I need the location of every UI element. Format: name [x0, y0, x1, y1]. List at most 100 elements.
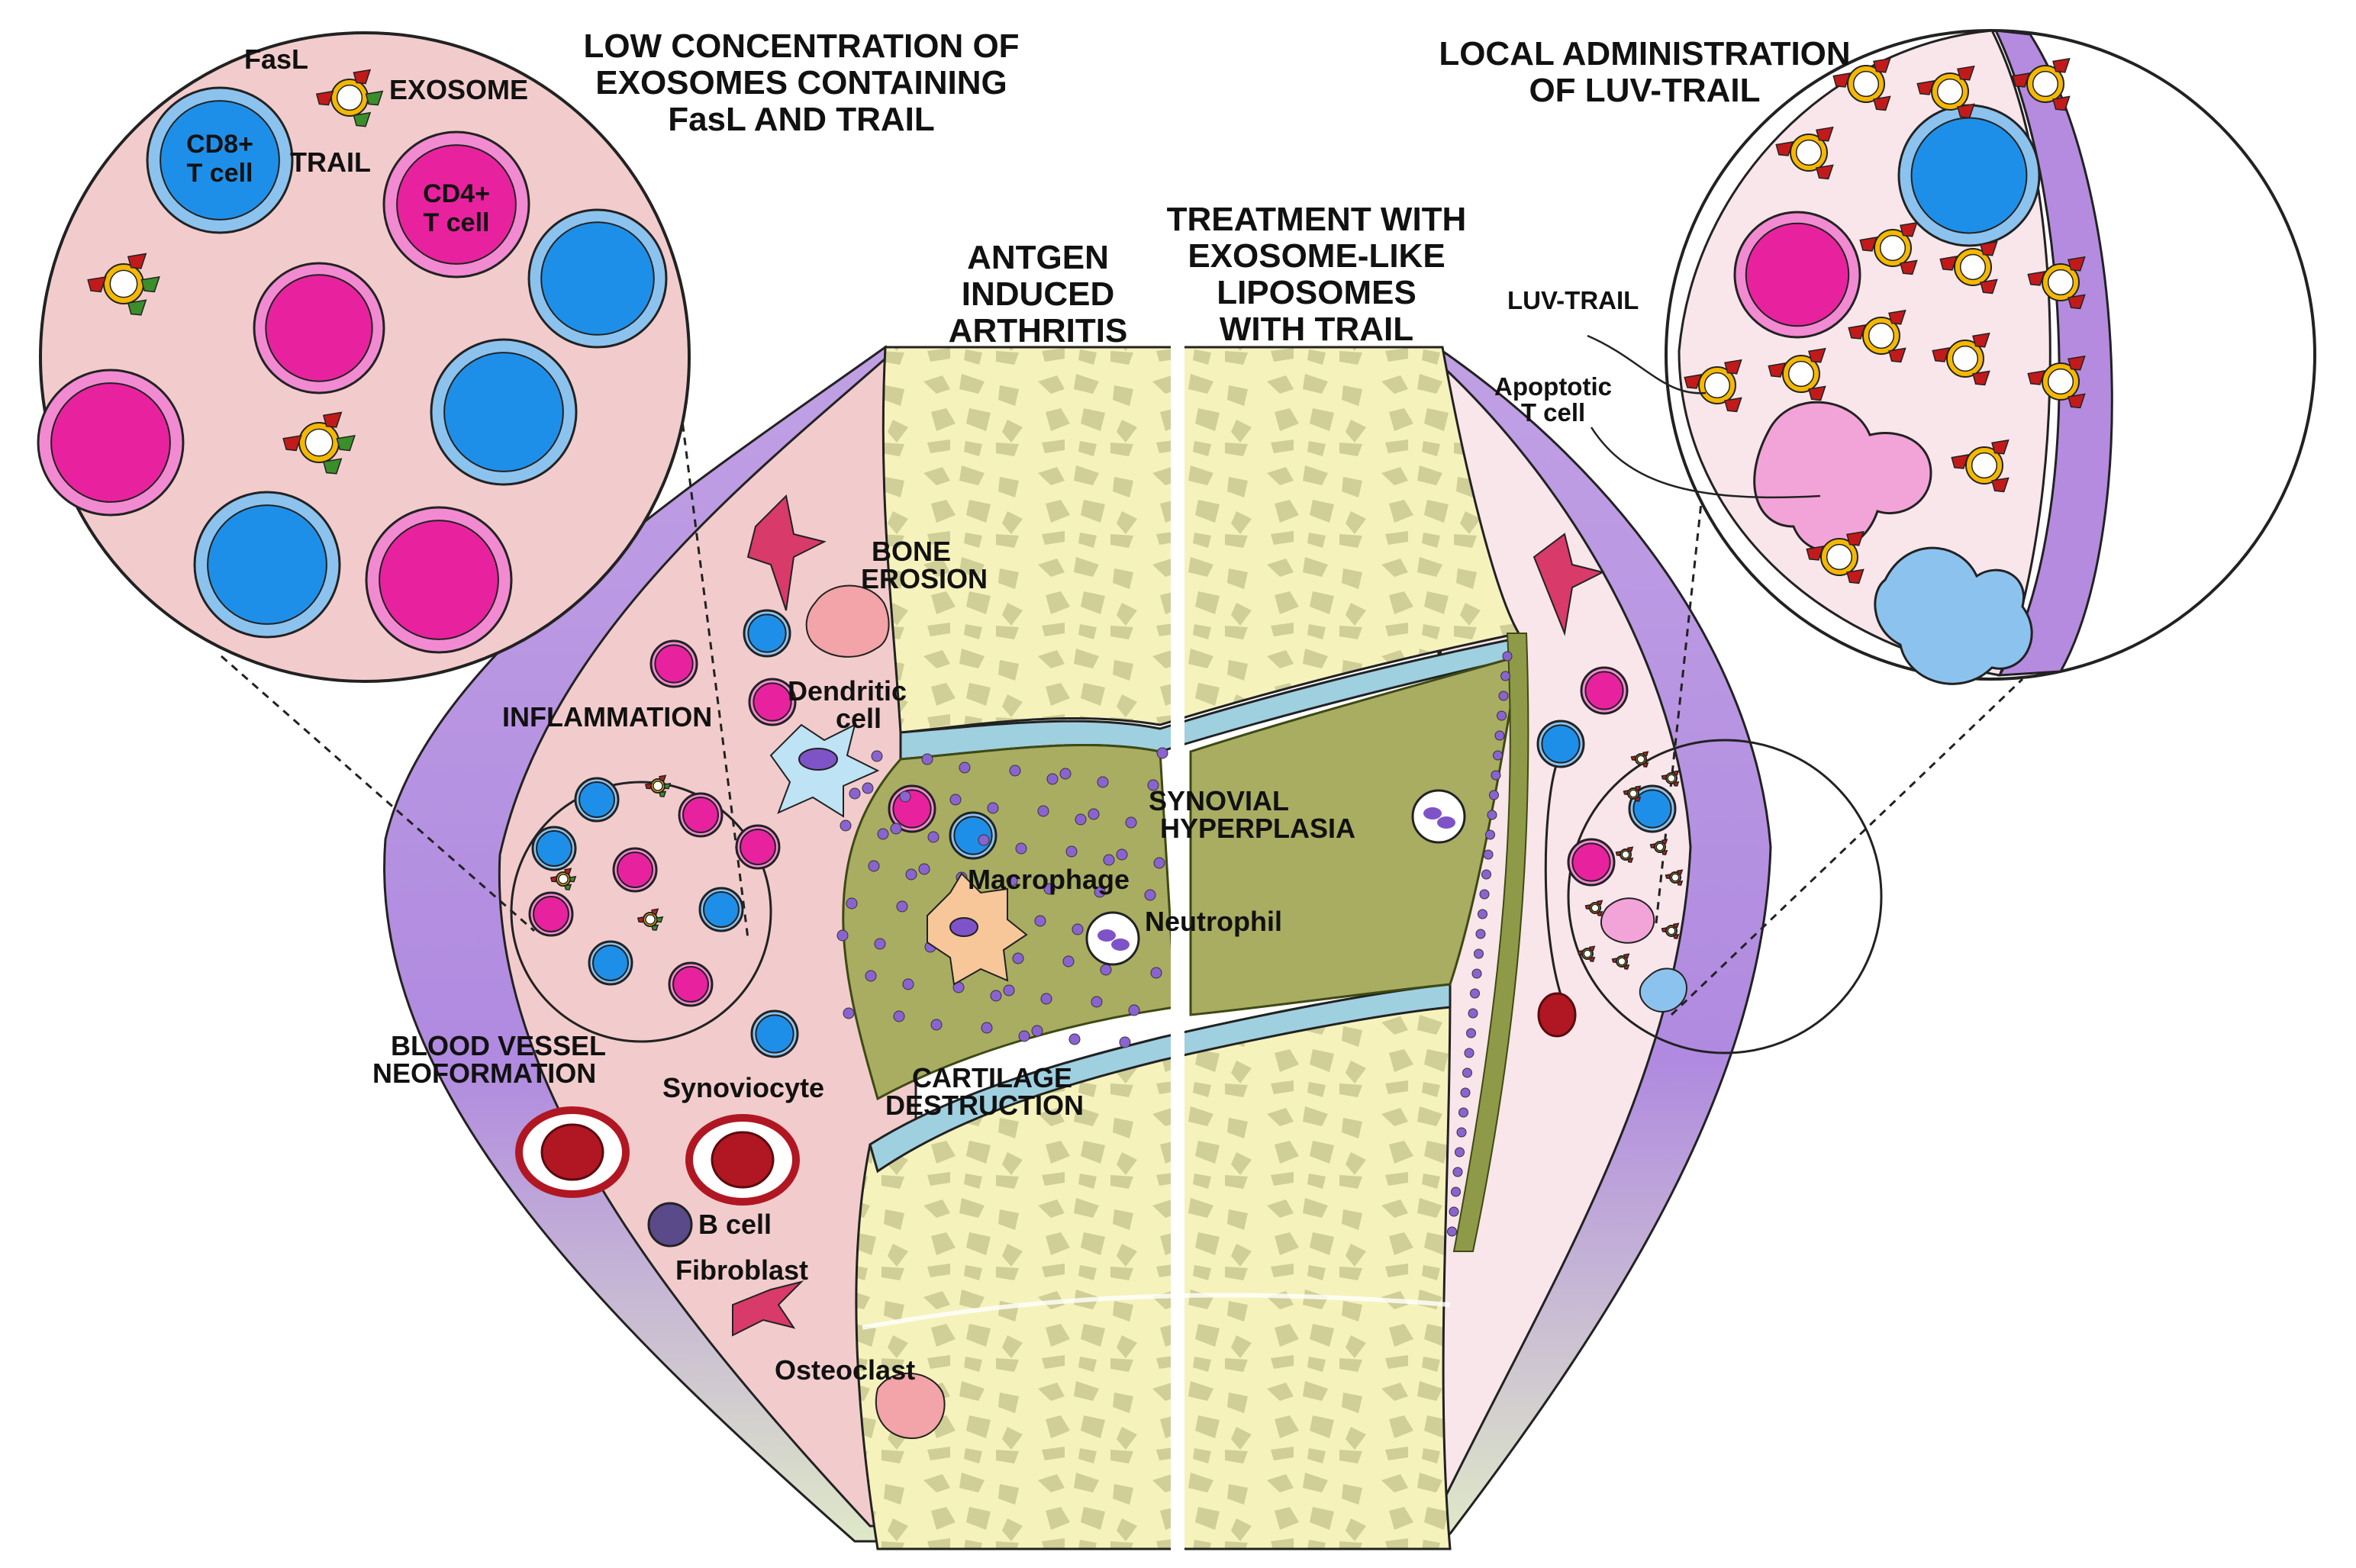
exosome [87, 253, 160, 316]
synoviocyte-nucleus [1091, 996, 1103, 1008]
cd4-t-cell-nucleus [379, 520, 499, 640]
cd8-t-cell-nucleus [592, 945, 629, 981]
fibroblast [732, 1280, 804, 1337]
cd4-t-cell-nucleus [617, 852, 653, 888]
luv-trail-liposome [2012, 57, 2071, 111]
cd8-t-cell-nucleus [443, 352, 564, 472]
exosome [315, 69, 384, 127]
synoviocyte-nucleus [987, 802, 999, 814]
trail-label: TRAIL [290, 146, 371, 178]
cd4-label: CD4+T cell [423, 179, 490, 237]
b-cell [647, 1202, 693, 1248]
synoviocyte-nucleus [905, 868, 917, 881]
right-callout-capsule [1993, 29, 2113, 677]
synoviocyte-nucleus [930, 1019, 943, 1031]
synoviocyte-nucleus [1464, 1048, 1475, 1058]
luv-trail-liposome [1775, 126, 1834, 180]
cd8-label: CD8+T cell [186, 130, 253, 188]
luv-trail-liposome [1649, 839, 1668, 855]
cd8-t-cell-nucleus [1910, 117, 2028, 234]
luv-trail-liposome [1623, 785, 1642, 802]
luv-trail-liposome [1684, 359, 1742, 413]
synoviocyte-nucleus [846, 897, 858, 910]
fibroblast-label: Fibroblast [675, 1254, 808, 1286]
synoviocyte-nucleus [1452, 1167, 1463, 1177]
synoviocyte-nucleus [1144, 889, 1156, 901]
cd4-t-cell-nucleus [672, 966, 709, 1003]
luv-trail-liposome [1665, 869, 1684, 886]
right-half-title: TREATMENT WITH EXOSOME-LIKE LIPOSOMES WI… [1167, 201, 1467, 348]
synoviocyte-nucleus [877, 828, 889, 840]
synoviocyte-nucleus [1451, 1186, 1461, 1197]
dendritic-cell [769, 723, 880, 818]
luv-trail-liposome [1832, 57, 1891, 111]
red-blood-cell [711, 1131, 775, 1189]
synoviocyte-nucleus [1119, 1036, 1131, 1048]
cd4-t-cell-nucleus [50, 382, 171, 503]
luv-trail-liposome [1916, 65, 1975, 119]
synoviocyte-nucleus [1012, 952, 1024, 964]
synoviocyte-nucleus [1460, 1087, 1471, 1098]
luv-trail-liposome [1806, 530, 1864, 584]
apoptotic-t-cell [1874, 546, 2033, 685]
luv-trail-label: LUV-TRAIL [1507, 286, 1639, 314]
inflammation-label: INFLAMMATION [502, 701, 712, 732]
synoviocyte-nucleus [1034, 915, 1046, 927]
macrophage-label: Macrophage [968, 864, 1130, 895]
synoviocyte-nucleus [1031, 1025, 1043, 1037]
upper-bone [881, 346, 1521, 734]
cd4-t-cell-nucleus [654, 644, 694, 684]
synoviocyte-nucleus [836, 929, 849, 942]
synoviocyte-nucleus [1483, 849, 1494, 860]
synoviocyte-nucleus [1481, 869, 1491, 880]
synoviocyte-nucleus [927, 831, 939, 843]
synoviocyte-nucleus [1491, 770, 1501, 781]
cd8-t-cell-nucleus [160, 100, 280, 221]
luv-trail-liposome [1932, 332, 1990, 386]
svg-text:LOCAL ADMINISTRATION: LOCAL ADMINISTRATION [1439, 35, 1850, 72]
apoptotic-t-cell [1753, 401, 1932, 552]
cd4-t-cell-nucleus [1584, 671, 1624, 710]
cd4-t-cell-nucleus [740, 829, 776, 865]
synoviocyte-nucleus [896, 900, 908, 913]
luv-trail-liposome [1584, 900, 1603, 916]
synoviocyte-nucleus [1468, 1008, 1478, 1019]
synoviocyte-nucleus [1489, 790, 1499, 800]
svg-text:ARTHRITIS: ARTHRITIS [949, 312, 1128, 349]
synoviocyte-nucleus [1456, 1127, 1467, 1138]
exosome-label: EXOSOME [389, 74, 528, 105]
lower-cartilage [869, 983, 1452, 1174]
cd8-t-cell-nucleus [703, 891, 740, 928]
synoviocyte-nucleus [1072, 923, 1084, 935]
luv-trail-liposome [1951, 439, 2010, 493]
synoviocyte-nucleus [1065, 845, 1078, 858]
neutrophil-nucleus [1111, 939, 1130, 951]
synoviocyte-nucleus [843, 1007, 855, 1019]
synoviocyte-nucleus [1156, 747, 1168, 759]
luv-trail-liposome [1939, 240, 1998, 295]
synoviocyte-nucleus [1470, 988, 1480, 999]
luv-trail-liposome [1615, 846, 1634, 863]
synoviocyte-nucleus [868, 860, 880, 872]
apoptotic-t-cell [1600, 897, 1655, 944]
synoviocyte-nucleus [1493, 750, 1503, 761]
macrophage-nucleus [949, 917, 978, 937]
cd8-t-cell-nucleus [747, 613, 787, 653]
synoviocyte-nucleus [1147, 779, 1159, 791]
synoviocyte-label: Synoviocyte [662, 1072, 824, 1103]
luv-trail-liposome [1630, 751, 1649, 768]
cd4-t-cell-nucleus [265, 274, 373, 382]
svg-text:ANTGEN: ANTGEN [967, 239, 1109, 276]
synoviocyte-nucleus [959, 761, 971, 774]
synoviocyte-nucleus [1003, 984, 1015, 997]
svg-text:LOW CONCENTRATION OF: LOW CONCENTRATION OF [583, 27, 1019, 65]
synoviocyte-nucleus [1471, 968, 1482, 979]
fibroblast [746, 494, 827, 611]
left-callout-title: LOW CONCENTRATION OF EXOSOMES CONTAINING… [583, 27, 1019, 138]
luv-trail-liposome [1661, 770, 1680, 787]
synoviocyte-nucleus [865, 970, 877, 982]
